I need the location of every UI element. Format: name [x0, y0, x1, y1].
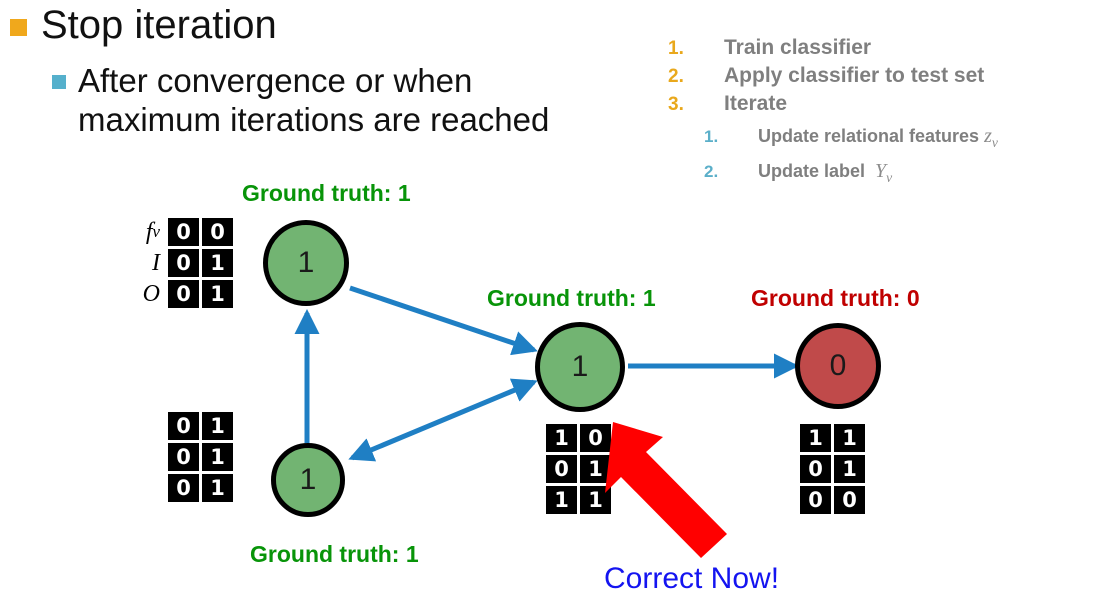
feature-matrix-bottom-left: 0 1 0 1 0 1	[168, 412, 233, 502]
procedure-item-3: 3. Iterate	[668, 92, 1098, 116]
bullet-level2-line1: After convergence or when	[78, 62, 473, 99]
red-arrow-shape	[605, 422, 727, 558]
math-variable-z: zv	[984, 125, 998, 150]
matrix-cell: 1	[202, 443, 233, 471]
feature-matrix-center: 1 0 0 1 1 1	[546, 424, 611, 514]
matrix-cell: 0	[202, 218, 233, 246]
feature-matrix-right: 1 1 0 1 0 0	[800, 424, 865, 514]
bullet-level2: After convergence or when maximum iterat…	[52, 62, 549, 140]
matrix-row: 0 1	[168, 280, 233, 308]
matrix-row: 0 0	[800, 486, 865, 514]
matrix-row: 0 1	[546, 455, 611, 483]
procedure-number: 2.	[668, 66, 684, 87]
matrix-cell: 1	[546, 486, 577, 514]
node-value: 1	[299, 463, 317, 496]
matrix-cell: 0	[800, 486, 831, 514]
matrix-row: 0 1	[168, 412, 233, 440]
math-variable-y: Yv	[875, 160, 893, 185]
row-label-i: I	[152, 249, 160, 276]
matrix-cell: 1	[202, 412, 233, 440]
matrix-row: 0 1	[168, 443, 233, 471]
edge-bottomleft-center-bidirectional	[348, 378, 538, 462]
node-value: 1	[571, 350, 589, 383]
procedure-label: Apply classifier to test set	[724, 64, 985, 87]
matrix-cell: 0	[580, 424, 611, 452]
matrix-cell: 1	[202, 474, 233, 502]
matrix-row: 1 1	[800, 424, 865, 452]
matrix-cell: 0	[800, 455, 831, 483]
row-label-o: O	[142, 280, 160, 307]
procedure-sublabel: Update relational features zv	[758, 125, 998, 151]
bullet-level1: Stop iteration	[10, 3, 277, 47]
matrix-cell: 0	[834, 486, 865, 514]
bullet-level1-label: Stop iteration	[41, 3, 277, 47]
graph-node-bottom-left[interactable]: 1	[271, 443, 345, 517]
procedure-item-2: 2. Apply classifier to test set	[668, 64, 1098, 88]
matrix-cell: 0	[168, 280, 199, 308]
ground-truth-label-right: Ground truth: 0	[751, 285, 920, 311]
matrix-cell: 1	[834, 424, 865, 452]
matrix-cell: 1	[834, 455, 865, 483]
matrix-cell: 0	[168, 443, 199, 471]
graph-node-center[interactable]: 1	[535, 322, 625, 412]
procedure-sublabel: Update label Yv	[758, 160, 892, 186]
matrix-row: 1 1	[546, 486, 611, 514]
procedure-subnumber: 1.	[704, 127, 719, 146]
procedure-number: 3.	[668, 94, 684, 115]
matrix-cell: 0	[168, 412, 199, 440]
procedure-sublabel-text: Update label	[758, 161, 866, 181]
ground-truth-label-top-left: Ground truth: 1	[242, 180, 411, 206]
ground-truth-label-center: Ground truth: 1	[487, 285, 656, 311]
graph-node-right[interactable]: 0	[795, 323, 881, 409]
matrix-cell: 1	[202, 280, 233, 308]
matrix-row: 0 1	[168, 474, 233, 502]
procedure-number: 1.	[668, 38, 684, 59]
matrix-cell: 0	[546, 455, 577, 483]
procedure-sublabel-text: Update relational features	[758, 126, 980, 146]
matrix-cell: 0	[168, 249, 199, 277]
matrix-cell: 1	[580, 486, 611, 514]
ground-truth-label-bottom-left: Ground truth: 1	[250, 541, 419, 567]
matrix-row: 0 1	[168, 249, 233, 277]
procedure-list: 1. Train classifier 2. Apply classifier …	[668, 36, 1098, 190]
node-value: 1	[297, 246, 315, 279]
matrix-cell: 1	[800, 424, 831, 452]
matrix-cell: 0	[168, 474, 199, 502]
graph-node-top-left[interactable]: 1	[263, 220, 349, 306]
procedure-subnumber: 2.	[704, 162, 719, 181]
procedure-subitem-2: 2. Update label Yv	[668, 160, 1098, 186]
square-bullet-icon	[52, 75, 66, 89]
matrix-row: 1 0	[546, 424, 611, 452]
bullet-level2-label: After convergence or when maximum iterat…	[78, 62, 549, 140]
matrix-cell: 1	[546, 424, 577, 452]
square-bullet-icon	[10, 19, 27, 36]
matrix-row: 0 0	[168, 218, 233, 246]
matrix-cell: 0	[168, 218, 199, 246]
matrix-row: 0 1	[800, 455, 865, 483]
feature-matrix-top-left: 0 0 0 1 0 1	[168, 218, 233, 308]
bullet-level2-line2: maximum iterations are reached	[78, 100, 550, 138]
node-value: 0	[829, 349, 847, 382]
procedure-subitem-1: 1. Update relational features zv	[668, 125, 1098, 151]
matrix-cell: 1	[202, 249, 233, 277]
procedure-label: Iterate	[724, 92, 788, 115]
matrix-cell: 1	[580, 455, 611, 483]
procedure-item-1: 1. Train classifier	[668, 36, 1098, 60]
correct-now-annotation: Correct Now!	[604, 562, 780, 595]
procedure-label: Train classifier	[724, 36, 872, 59]
